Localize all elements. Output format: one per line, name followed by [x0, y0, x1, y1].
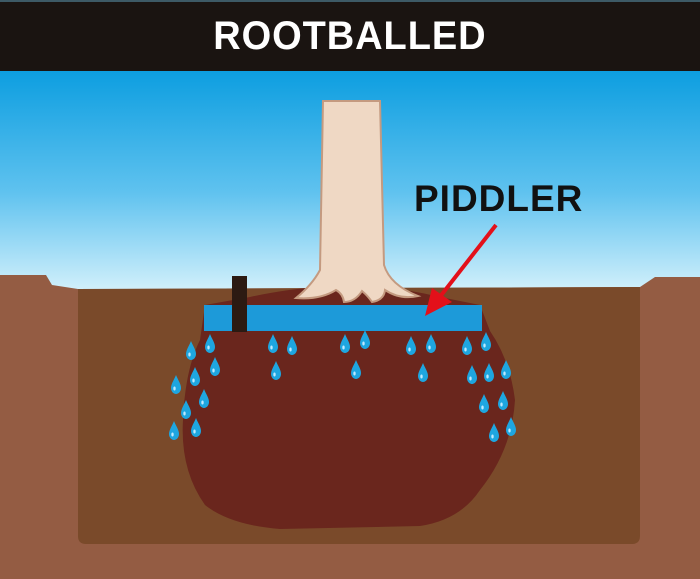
pointer-arrow [425, 223, 498, 316]
diagram-title: ROOTBALLED [213, 14, 487, 58]
tree-trunk [293, 100, 422, 304]
piddler-fill-pipe [232, 276, 247, 332]
piddler-label: PIDDLER [414, 178, 584, 219]
title-banner: ROOTBALLED [0, 0, 700, 71]
planting-scene [0, 71, 700, 579]
